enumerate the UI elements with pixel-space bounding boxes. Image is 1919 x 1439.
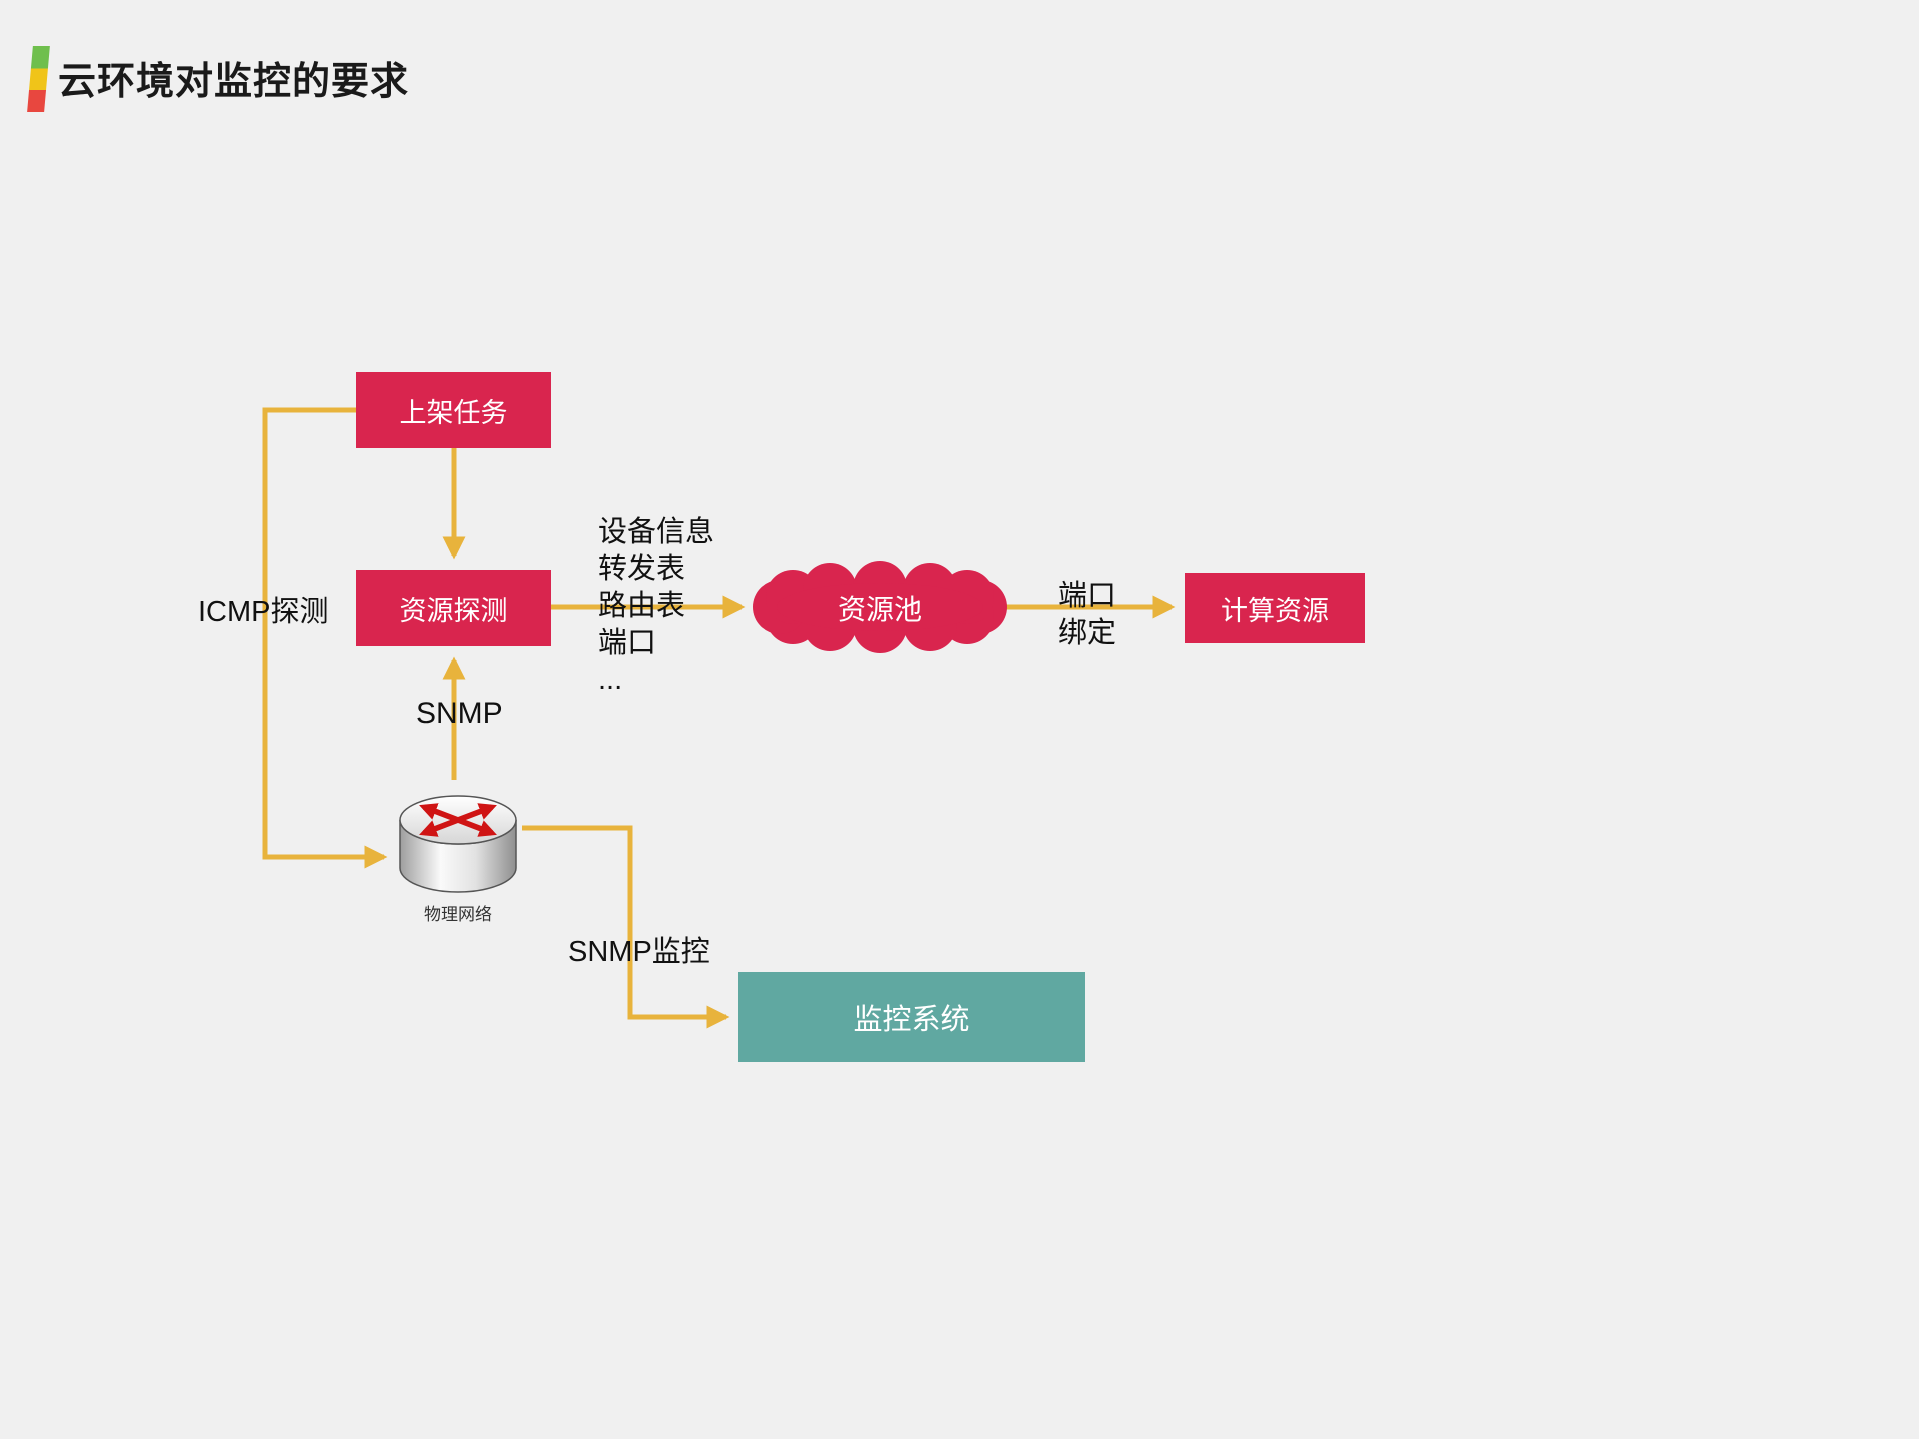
edge-label-device-info: 设备信息 转发表 路由表 端口 ... (598, 514, 714, 699)
edge-label-icmp: ICMP探测 (198, 596, 329, 628)
page-title: 云环境对监控的要求 (58, 61, 410, 103)
edge-label-device-info-line: ... (598, 664, 623, 696)
edge-label-port-binding-line: 绑定 (1058, 617, 1117, 649)
node-resource-detection: 资源探测 (356, 570, 551, 646)
node-resource-pool: 资源池 (837, 594, 922, 625)
node-shelving-task: 上架任务 (356, 372, 551, 448)
title-accent-bar (27, 46, 50, 112)
edge-label-device-info-line: 设备信息 (598, 516, 715, 548)
node-physical-network-label: 物理网络 (424, 905, 492, 924)
edge-label-snmp: SNMP (416, 697, 503, 730)
node-monitoring-system: 监控系统 (738, 972, 1085, 1062)
edge-label-device-info-line: 转发表 (598, 553, 686, 585)
router-icon (396, 780, 520, 898)
edge-label-device-info-line: 端口 (598, 627, 657, 659)
edge-label-port-binding: 端口 绑定 (1058, 578, 1116, 652)
edge-label-snmp-monitoring: SNMP监控 (568, 936, 710, 968)
edge-label-device-info-line: 路由表 (598, 590, 686, 622)
arrow-router-to-monitoring (522, 825, 730, 1029)
router-crossed-arrows-icon (419, 803, 497, 837)
node-computing-resource: 计算资源 (1185, 573, 1365, 643)
edge-label-port-binding-line: 端口 (1058, 580, 1117, 612)
